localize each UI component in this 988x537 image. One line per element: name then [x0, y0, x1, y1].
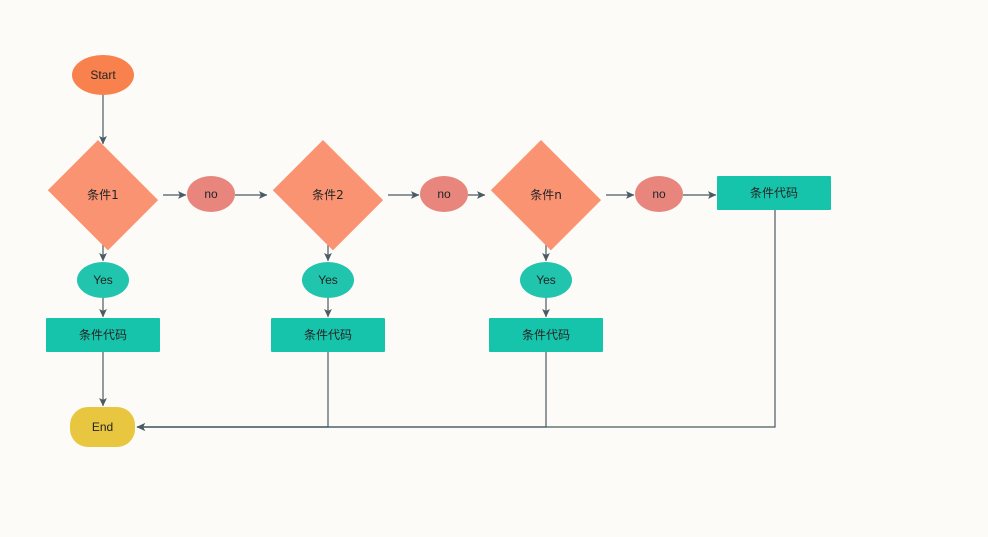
node-decision-n[interactable]: 条件n [486, 140, 606, 250]
node-yes-2-label: Yes [318, 273, 338, 287]
edge-code4-to-end [136, 210, 776, 431]
diamond-shape [48, 140, 158, 250]
node-no-3-label: no [652, 187, 666, 201]
diamond-shape [491, 140, 601, 250]
node-code-4-label: 条件代码 [749, 186, 798, 200]
node-decision-2[interactable]: 条件2 [268, 140, 388, 250]
node-yes-1-label: Yes [93, 273, 113, 287]
node-yes-2[interactable]: Yes [302, 262, 354, 298]
node-decision-1[interactable]: 条件1 [43, 140, 163, 250]
node-yes-3[interactable]: Yes [520, 262, 572, 298]
edge-code3-to-end [136, 352, 547, 431]
node-yes-1[interactable]: Yes [77, 262, 129, 298]
node-code-1-label: 条件代码 [78, 328, 127, 342]
node-start-label: Start [90, 68, 116, 82]
node-no-1[interactable]: no [187, 176, 235, 212]
node-no-3[interactable]: no [635, 176, 683, 212]
node-no-2-label: no [437, 187, 451, 201]
node-no-2[interactable]: no [420, 176, 468, 212]
node-end[interactable]: End [70, 407, 135, 447]
edge-code2-to-end [136, 352, 329, 431]
node-yes-3-label: Yes [536, 273, 556, 287]
node-code-3-label: 条件代码 [521, 328, 570, 342]
node-code-2-label: 条件代码 [303, 328, 352, 342]
node-code-3[interactable]: 条件代码 [489, 318, 603, 352]
node-end-label: End [91, 420, 114, 434]
node-no-1-label: no [204, 187, 218, 201]
node-code-2[interactable]: 条件代码 [271, 318, 385, 352]
diamond-shape [273, 140, 383, 250]
node-code-4[interactable]: 条件代码 [717, 176, 831, 210]
node-start[interactable]: Start [72, 55, 134, 95]
node-code-1[interactable]: 条件代码 [46, 318, 160, 352]
